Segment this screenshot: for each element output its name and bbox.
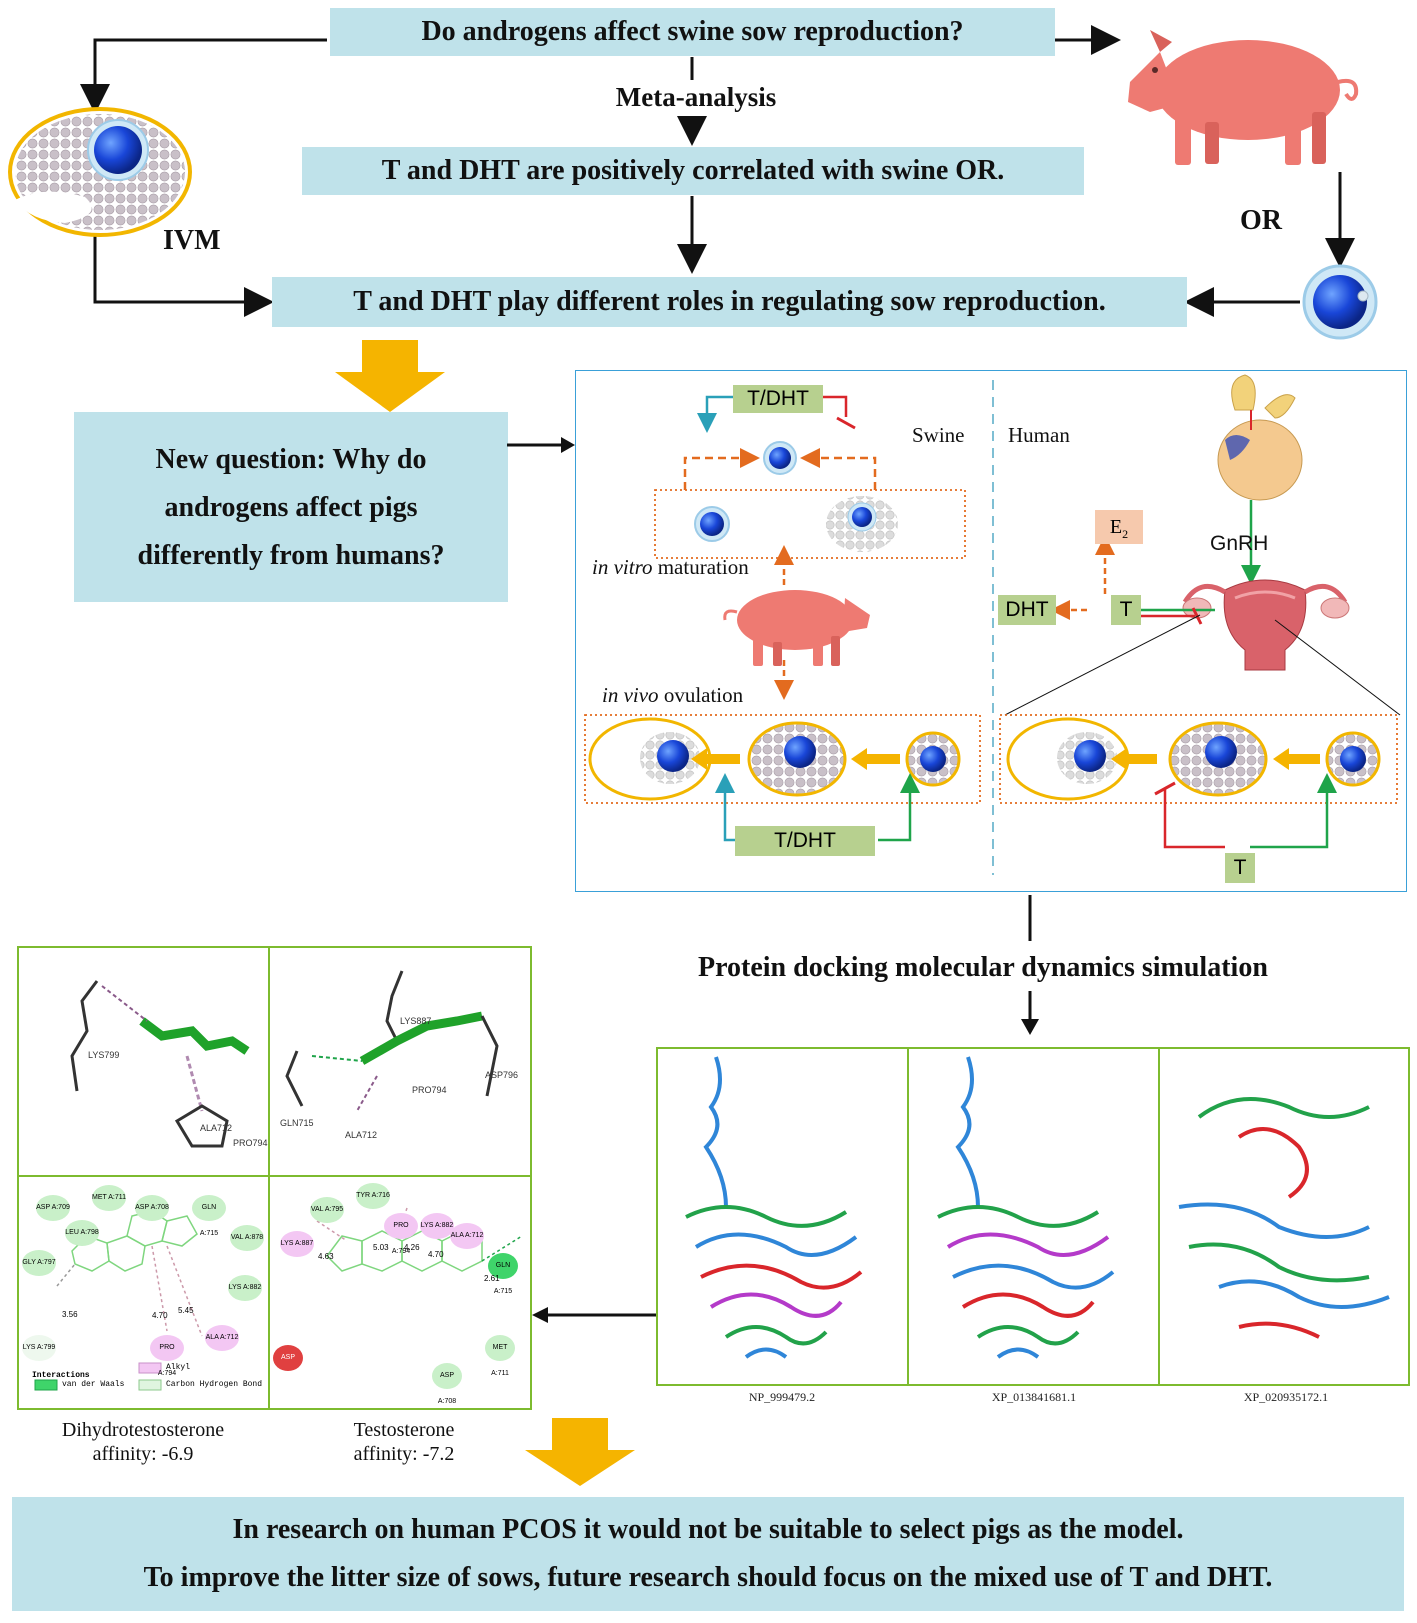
protein-caption-3: XP_020935172.1 — [1243, 1390, 1329, 1404]
orange-down-arrow-2 — [525, 1418, 635, 1486]
legend-swatch-vdw — [34, 1379, 58, 1391]
residue-t-2d-5: ALA A:712 — [450, 1223, 484, 1249]
distance-t-4: 4.70 — [428, 1250, 444, 1259]
residue-dht-2d-9: LYS A:799 — [22, 1335, 56, 1361]
residue-dht-3d-3: PRO794 — [233, 1138, 268, 1148]
arrow-to-comparison — [507, 437, 575, 453]
residue-t-3d-2: ASP796 — [485, 1070, 519, 1080]
residue-t-2d-3: PRO A:794 — [384, 1213, 418, 1255]
in-vitro-maturation-label: in vitro maturation — [592, 555, 749, 579]
legend-title: Interactions — [32, 1371, 90, 1380]
residue-dht-2d-7: GLY A:797 — [22, 1250, 56, 1276]
ligand-interaction-diagrams — [17, 946, 530, 1408]
residue-dht-2d-11: ALA A:712 — [205, 1325, 239, 1351]
orange-down-arrow-1 — [335, 340, 445, 412]
gnrh-label: GnRH — [1210, 532, 1269, 555]
conclusion-box: In research on human PCOS it would not b… — [12, 1497, 1404, 1611]
legend-item-chb: Carbon Hydrogen Bond — [166, 1380, 263, 1389]
residue-dht-2d-2: MET A:711 — [92, 1185, 126, 1211]
residue-t-3d-4: GLN715 — [280, 1118, 314, 1128]
human-label: Human — [1008, 423, 1070, 447]
ivm-oocyte-illustration — [8, 107, 192, 237]
t-label-bottom: T — [1225, 853, 1255, 883]
comparison-diagram — [584, 374, 1401, 875]
distance-t-3: 4.26 — [404, 1243, 420, 1252]
protein-ribbon-3 — [1178, 1097, 1390, 1339]
e2-label: E2 — [1095, 510, 1143, 544]
legend-swatch-alkyl — [138, 1362, 162, 1374]
legend-item-alkyl: Alkyl — [166, 1363, 191, 1372]
dht-label: DHT — [998, 595, 1056, 625]
residue-dht-2d-3: ASP A:708 — [135, 1195, 169, 1221]
pig-illustration-middle — [737, 590, 870, 666]
in-vivo-ovulation-label: in vivo ovulation — [602, 683, 744, 707]
residue-t-3d-1: LYS887 — [400, 1016, 432, 1026]
ivm-label: IVM — [163, 225, 221, 256]
conclusion-line1: In research on human PCOS it would not b… — [232, 1514, 1184, 1545]
t-affinity: affinity: -7.2 — [353, 1443, 455, 1465]
protein-ribbon-2 — [937, 1056, 1115, 1359]
or-oocyte-icon — [1302, 264, 1378, 340]
top-flow-arrows — [80, 25, 1355, 317]
distance-dht-3: 5.45 — [178, 1306, 194, 1315]
dht-caption: Dihydrotestosterone affinity: -6.9 — [17, 1418, 269, 1466]
t-label-mid: T — [1111, 595, 1141, 625]
protein-caption-2: XP_013841681.1 — [991, 1390, 1077, 1404]
residue-t-2d-1: TYR A:716 — [356, 1183, 390, 1209]
residue-dht-2d-6: VAL A:878 — [230, 1225, 264, 1251]
or-label: OR — [1240, 205, 1282, 236]
roles-box: T and DHT play different roles in regula… — [272, 277, 1187, 327]
residue-t-2d-9: MET A:711 — [485, 1335, 515, 1377]
residue-t-3d-3: PRO794 — [412, 1085, 447, 1095]
swine-label: Swine — [912, 423, 965, 447]
residue-dht-2d-8: LYS A:882 — [228, 1275, 262, 1301]
arrow-to-ligand-panel — [532, 1307, 656, 1323]
pig-illustration-top — [1128, 30, 1359, 165]
distance-dht-1: 3.56 — [62, 1310, 78, 1319]
distance-t-5: 2.61 — [484, 1274, 500, 1283]
new-question-line1: New question: Why do — [155, 444, 427, 475]
distance-t-2: 5.03 — [373, 1243, 389, 1252]
question-box: Do androgens affect swine sow reproducti… — [330, 8, 1055, 56]
residue-t-2d-8: ASP A:796 — [273, 1345, 303, 1387]
residue-t-3d-5: ALA712 — [345, 1130, 378, 1140]
residue-dht-2d-4: GLN A:715 — [192, 1195, 226, 1237]
residue-t-2d-6: LYS A:887 — [280, 1231, 314, 1257]
residue-t-2d-4: LYS A:882 — [420, 1213, 454, 1239]
distance-t-1: 4.63 — [318, 1252, 334, 1261]
legend-swatch-chb — [138, 1379, 162, 1391]
t-caption: Testosterone affinity: -7.2 — [278, 1418, 530, 1466]
tdht-label-bottom: T/DHT — [735, 826, 875, 856]
finding-box: T and DHT are positively correlated with… — [302, 147, 1084, 195]
uterus-illustration — [1182, 579, 1350, 671]
residue-dht-2d-10: PRO A:794 — [150, 1335, 184, 1377]
conclusion-line2: To improve the litter size of sows, futu… — [143, 1562, 1273, 1593]
legend-item-vdw: van der Waals — [62, 1380, 125, 1389]
dht-name: Dihydrotestosterone — [61, 1419, 225, 1441]
new-question-line2: androgens affect pigs — [164, 492, 418, 523]
residue-t-2d-10: ASP A:708 — [432, 1363, 462, 1405]
distance-dht-2: 4.70 — [152, 1311, 168, 1320]
residue-dht-2d-5: LEU A:798 — [65, 1220, 99, 1246]
docking-title: Protein docking molecular dynamics simul… — [698, 952, 1268, 983]
tdht-label-top: T/DHT — [733, 385, 823, 413]
dht-3d-structure — [70, 980, 250, 1148]
new-question-line3: differently from humans? — [137, 540, 445, 571]
residue-t-2d-7: GLN A:715 — [488, 1253, 518, 1295]
protein-ribbons — [685, 1047, 1390, 1384]
residue-t-2d-2: VAL A:795 — [310, 1197, 344, 1223]
residue-dht-3d-2: ALA712 — [200, 1123, 233, 1133]
dht-affinity: affinity: -6.9 — [92, 1443, 194, 1465]
docking-arrows — [1021, 895, 1039, 1035]
protein-caption-1: NP_999479.2 — [748, 1390, 816, 1404]
t-3d-structure — [285, 970, 499, 1112]
meta-analysis-label: Meta-analysis — [615, 82, 777, 112]
pituitary-illustration — [1217, 374, 1303, 501]
residue-dht-3d-1: LYS799 — [88, 1050, 120, 1060]
residue-dht-2d-1: ASP A:709 — [36, 1195, 70, 1221]
t-name: Testosterone — [353, 1419, 455, 1441]
protein-ribbon-1 — [685, 1056, 863, 1359]
new-question-box: New question: Why do androgens affect pi… — [74, 412, 508, 602]
